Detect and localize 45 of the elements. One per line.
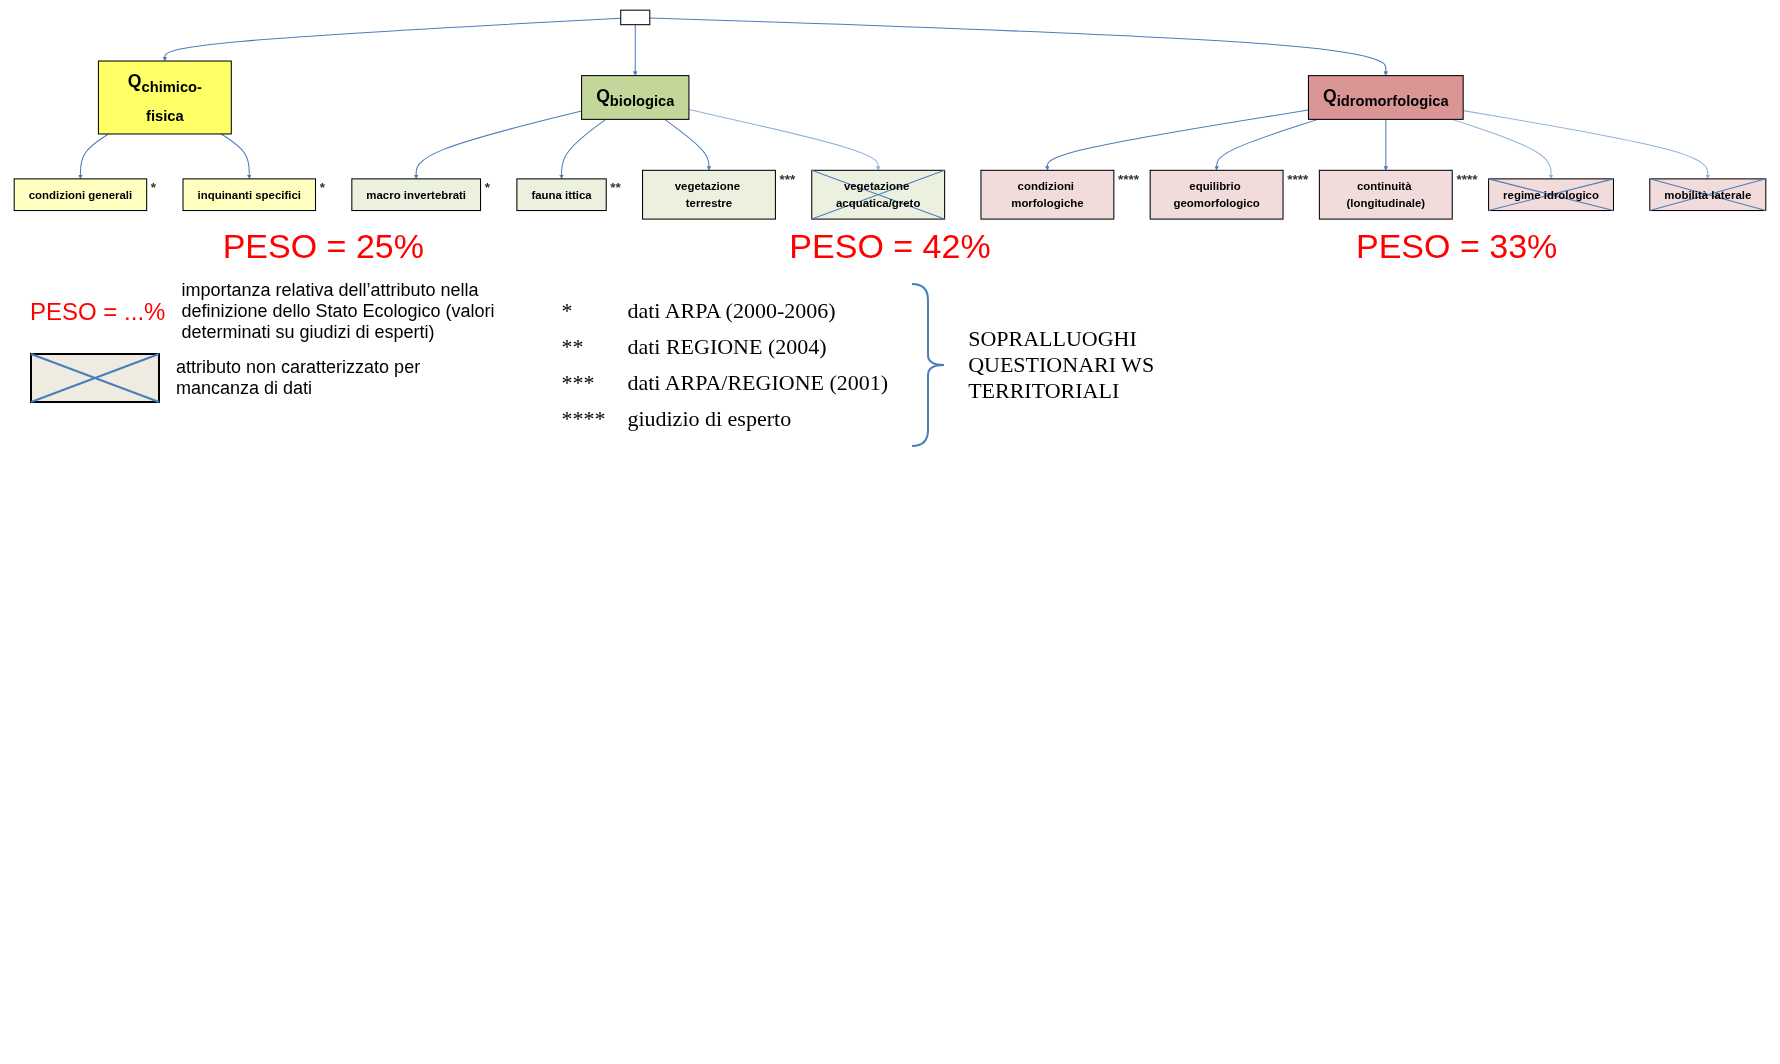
rating-stars: **** <box>1118 171 1139 187</box>
node-box <box>581 75 690 120</box>
footnote-text: dati ARPA/REGIONE (2001) <box>627 370 889 397</box>
source-note: SOPRALLUOGHI QUESTIONARI WS TERRITORIALI <box>968 326 1156 405</box>
rating-stars: * <box>150 180 157 196</box>
weight-label: PESO = ...% <box>30 297 166 326</box>
arrow <box>1045 109 1309 171</box>
weight-label: PESO = 25% <box>222 227 424 267</box>
footnote-text: dati ARPA (2000-2006) <box>627 298 836 325</box>
node-box <box>1318 169 1453 220</box>
node-box <box>642 169 776 220</box>
legend-text: importanza relativa dell’attributo nella definizione dello Stato Ecologico (valori determinati su giudizi di esperti) <box>181 280 496 344</box>
rating-stars: * <box>319 180 325 196</box>
footnote-text: dati REGIONE (2004) <box>627 334 827 361</box>
node-box <box>182 178 316 212</box>
node-box <box>1307 75 1464 120</box>
rating-stars: * <box>484 180 490 196</box>
arrow <box>162 17 622 62</box>
footnote-mark: **** <box>561 406 607 433</box>
footnote-text: giudizio di esperto <box>627 406 792 433</box>
arrow <box>649 17 1389 76</box>
arrow <box>1383 118 1389 171</box>
arrow <box>220 133 252 180</box>
rating-stars: *** <box>779 171 796 187</box>
weight-label: PESO = 42% <box>789 227 991 267</box>
arrow <box>633 24 638 76</box>
node-box <box>516 178 607 212</box>
rating-stars: **** <box>1287 171 1309 187</box>
node-box <box>351 178 482 212</box>
arrow <box>78 133 109 180</box>
node-box <box>1149 169 1284 220</box>
rating-stars: ** <box>610 180 621 196</box>
weight-label: PESO = 33% <box>1356 227 1558 267</box>
arrow <box>559 118 607 180</box>
arrow <box>688 109 881 171</box>
arrow <box>664 118 712 171</box>
node-box <box>620 9 651 26</box>
node-box <box>980 169 1115 220</box>
footnote-mark: *** <box>561 370 596 397</box>
footnote-mark: ** <box>561 334 585 361</box>
node-box <box>97 60 232 135</box>
node-box <box>13 178 148 212</box>
rating-stars: **** <box>1456 171 1478 187</box>
legend-text: attributo non caratterizzato per mancanza di dati <box>176 357 422 400</box>
footnote-mark: * <box>561 298 574 325</box>
